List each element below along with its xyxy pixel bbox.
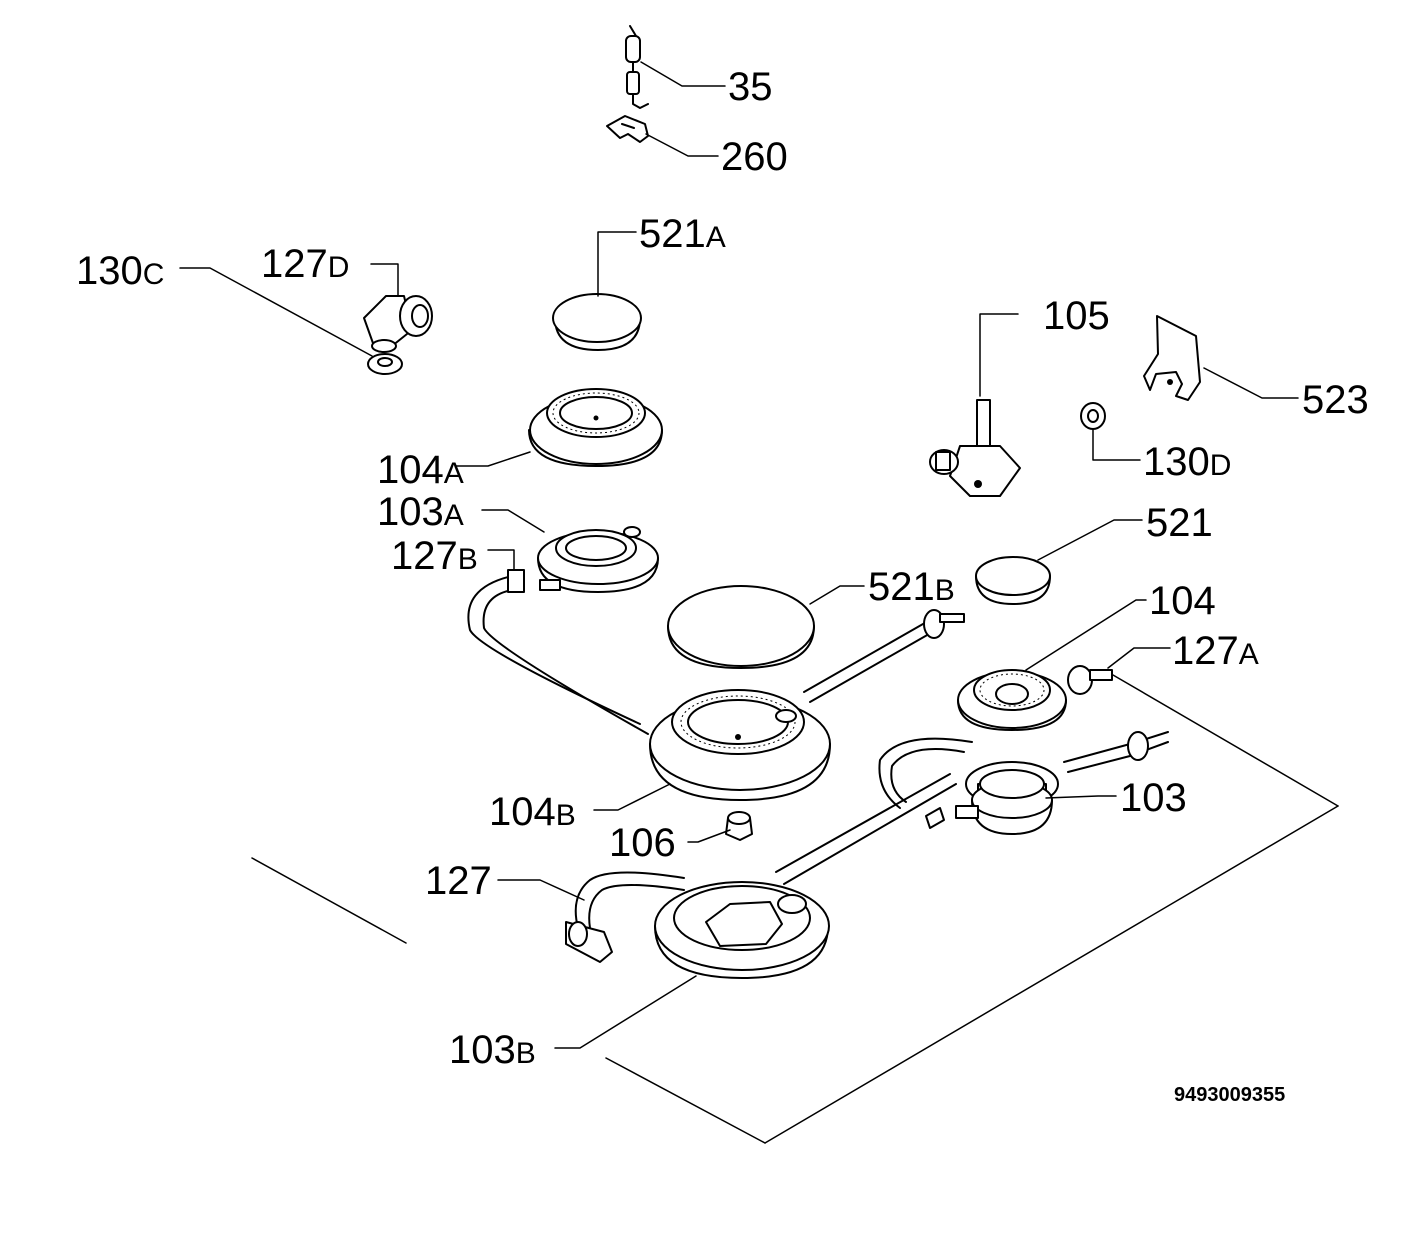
part-103b-base xyxy=(654,881,830,979)
callout-106: 106 xyxy=(609,823,676,863)
part-523-bracket xyxy=(1143,315,1201,401)
part-127b-pipe xyxy=(467,569,649,735)
part-103a-base xyxy=(537,526,659,593)
part-521-cap xyxy=(975,556,1051,605)
part-127a-fitting xyxy=(1067,665,1113,695)
callout-106-number: 106 xyxy=(609,821,676,865)
callout-103b-suffix: B xyxy=(515,1037,536,1070)
callout-521b: 521B xyxy=(868,567,955,607)
callout-104: 104 xyxy=(1149,581,1216,621)
callout-127d-suffix: D xyxy=(327,251,350,284)
callout-127d: 127D xyxy=(261,244,349,284)
callout-104a: 104A xyxy=(377,450,464,490)
part-pipe-upper xyxy=(803,609,965,703)
callout-523: 523 xyxy=(1302,380,1369,420)
callout-127d-number: 127 xyxy=(261,242,328,286)
callout-103: 103 xyxy=(1120,778,1187,818)
callout-104b-suffix: B xyxy=(555,799,576,832)
callout-35-number: 35 xyxy=(728,65,773,109)
callout-103a-number: 103 xyxy=(377,490,444,534)
part-104a-spreader xyxy=(528,388,663,467)
callout-521b-number: 521 xyxy=(868,565,935,609)
callout-521-number: 521 xyxy=(1146,501,1213,545)
callout-521a: 521A xyxy=(639,214,726,254)
part-260-clip xyxy=(606,115,649,143)
callout-521a-number: 521 xyxy=(639,212,706,256)
part-130c-washer xyxy=(367,353,403,375)
callout-104-number: 104 xyxy=(1149,579,1216,623)
callout-521a-suffix: A xyxy=(705,221,726,254)
callout-104b: 104B xyxy=(489,792,576,832)
callout-127b-suffix: B xyxy=(457,543,478,576)
part-127d-elbow xyxy=(363,295,433,353)
callout-127: 127 xyxy=(425,861,492,901)
callout-521: 521 xyxy=(1146,503,1213,543)
callout-127b-number: 127 xyxy=(391,534,458,578)
hob-outline xyxy=(251,674,1339,1144)
callout-130c-number: 130 xyxy=(76,249,143,293)
callout-103-number: 103 xyxy=(1120,776,1187,820)
part-106-injector xyxy=(725,811,753,841)
callout-523-number: 523 xyxy=(1302,378,1369,422)
part-521b-cap xyxy=(667,585,815,669)
part-105-tap xyxy=(929,399,1021,497)
part-104b-spreader xyxy=(649,689,831,801)
callout-127-number: 127 xyxy=(425,859,492,903)
callout-521b-suffix: B xyxy=(934,574,955,607)
callout-105-number: 105 xyxy=(1043,294,1110,338)
document-code: 9493009355 xyxy=(1174,1084,1286,1106)
callout-130c-suffix: C xyxy=(142,258,165,291)
part-103-base xyxy=(878,731,1169,835)
callout-105: 105 xyxy=(1043,296,1110,336)
part-521a-cap xyxy=(552,293,642,351)
callout-127b: 127B xyxy=(391,536,478,576)
callout-103b: 103B xyxy=(449,1030,536,1070)
part-104-spreader xyxy=(957,669,1067,731)
part-127-pipe xyxy=(565,871,685,963)
leader-lines xyxy=(179,61,1299,1049)
callout-260-number: 260 xyxy=(721,135,788,179)
part-130d-washer xyxy=(1080,402,1106,430)
part-35-thermocouple xyxy=(625,25,649,109)
callout-260: 260 xyxy=(721,137,788,177)
callout-103b-number: 103 xyxy=(449,1028,516,1072)
callout-130d-suffix: D xyxy=(1209,449,1232,482)
callout-104a-number: 104 xyxy=(377,448,444,492)
part-pipe-lower xyxy=(775,773,957,885)
callout-130d-number: 130 xyxy=(1143,440,1210,484)
callout-130d: 130D xyxy=(1143,442,1231,482)
callout-127a-number: 127 xyxy=(1172,629,1239,673)
callout-104b-number: 104 xyxy=(489,790,556,834)
callout-127a: 127A xyxy=(1172,631,1259,671)
callout-103a-suffix: A xyxy=(443,499,464,532)
callout-104a-suffix: A xyxy=(443,457,464,490)
callout-127a-suffix: A xyxy=(1238,638,1259,671)
callout-35: 35 xyxy=(728,67,773,107)
callout-130c: 130C xyxy=(76,251,164,291)
callout-103a: 103A xyxy=(377,492,464,532)
